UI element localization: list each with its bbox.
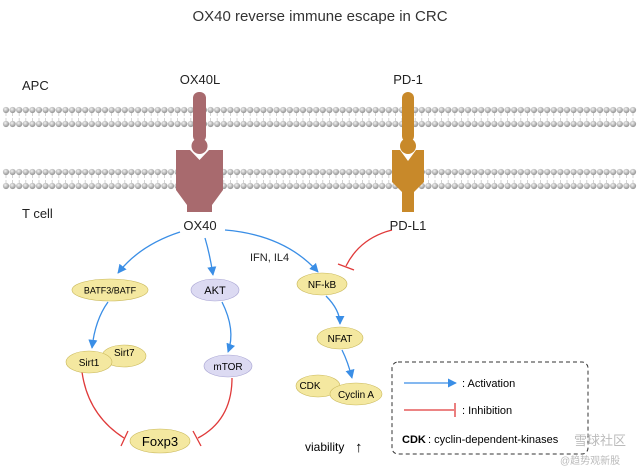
- svg-text:CDK: CDK: [299, 381, 320, 392]
- tcell-label: T cell: [22, 206, 53, 221]
- node-batf: BATF3/BATF: [71, 278, 149, 302]
- inhibit-sirt1-foxp3: [81, 371, 125, 439]
- svg-text:: Activation: : Activation: [462, 378, 515, 390]
- svg-text:CDK: CDK: [402, 434, 426, 446]
- pd1-label: PD-1: [393, 72, 423, 87]
- svg-text:AKT: AKT: [204, 285, 226, 297]
- node-cyclina: Cyclin A: [329, 382, 383, 406]
- arrow-ox40-to-batf: [117, 231, 181, 274]
- svg-text:Foxp3: Foxp3: [142, 434, 178, 449]
- svg-text:mTOR: mTOR: [213, 362, 242, 373]
- inhibit-pdl1-nfkb: [345, 229, 393, 267]
- arrow-akt-to-mtor: [221, 301, 236, 353]
- ifn-il4-label: IFN, IL4: [250, 252, 290, 264]
- node-akt: AKT: [190, 278, 240, 302]
- node-mtor: mTOR: [203, 354, 253, 378]
- viability-label: viability: [305, 440, 344, 454]
- svg-text:Cyclin A: Cyclin A: [338, 390, 374, 401]
- svg-text:: cyclin-dependent-kinases: : cyclin-dependent-kinases: [428, 434, 559, 446]
- svg-text:NFAT: NFAT: [328, 334, 353, 345]
- node-foxp3: Foxp3: [129, 428, 191, 454]
- arrow-ox40-to-nfkb: [224, 229, 319, 273]
- svg-text:BATF3/BATF: BATF3/BATF: [84, 286, 137, 296]
- inhibit-mtor-foxp3: [197, 377, 233, 439]
- watermark-line2: @趋势观新股: [560, 456, 621, 467]
- svg-text:Sirt7: Sirt7: [114, 348, 135, 359]
- viability-arrow: ↑: [355, 439, 363, 456]
- node-sirt1: Sirt1: [65, 350, 113, 374]
- pd1-receptor: [392, 92, 424, 212]
- apc-label: APC: [22, 78, 49, 93]
- ox40-receptor: [176, 92, 223, 212]
- svg-text:NF-kB: NF-kB: [308, 280, 337, 291]
- ox40l-label: OX40L: [179, 72, 221, 87]
- pdl1-label: PD-L1: [389, 218, 427, 233]
- node-nfkb: NF-kB: [296, 272, 348, 296]
- arrow-batf-to-sirt1: [88, 301, 109, 349]
- page-title: OX40 reverse immune escape in CRC: [192, 8, 448, 25]
- activation-arrows: [88, 229, 355, 379]
- legend: : Activation : Inhibition CDK : cyclin-d…: [391, 361, 589, 455]
- svg-text:Sirt1: Sirt1: [79, 358, 100, 369]
- watermark-line1: 雪球社区: [574, 433, 627, 448]
- arrow-ox40-to-akt: [204, 237, 217, 276]
- node-nfat: NFAT: [316, 326, 364, 350]
- apc-membrane: [2, 106, 637, 128]
- svg-text:: Inhibition: : Inhibition: [462, 405, 512, 417]
- tcell-membrane: [2, 168, 637, 190]
- inhibition-lines: [81, 229, 393, 447]
- arrow-nfat-to-cyclina: [341, 349, 355, 379]
- ox40-label: OX40: [183, 218, 217, 233]
- arrow-nfkb-to-nfat: [325, 295, 345, 325]
